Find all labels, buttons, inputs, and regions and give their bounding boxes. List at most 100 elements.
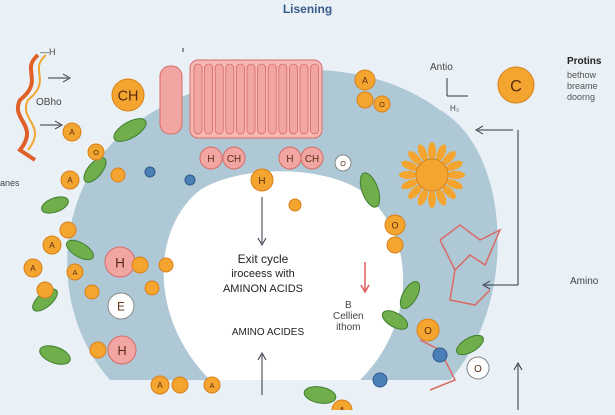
node-a-1-label: A [69,128,75,137]
node-a-1: A [62,122,82,142]
node-o-1-label: O [93,148,99,157]
node-a-5-label: A [73,268,78,277]
membrane-helix [267,63,277,135]
node-a-2-label: A [67,176,73,185]
membrane-helix [204,63,214,135]
node-small-12-circle [158,257,174,273]
node-small-11 [288,198,302,212]
node-o-5-circle [416,318,440,342]
node-small-5 [131,256,149,274]
membrane-protein [159,59,323,139]
node-c-right: C [497,66,535,104]
node-small-4-circle [59,221,77,239]
node-a-6-label: A [157,381,163,390]
cycle-center [163,171,404,380]
node-blue-1 [432,347,448,363]
node-a-4-circle [23,258,43,278]
lattice [419,224,502,391]
label-cellien: B Cellien ithom [333,300,364,333]
diagram-title: Lisening [282,2,333,16]
node-small-1 [110,167,126,183]
sun-ray [408,151,422,165]
node-ch-1-circle [222,146,246,170]
node-small-5-circle [131,256,149,274]
node-o-2-label: O [340,159,346,168]
arrows [40,48,523,410]
node-small-11-circle [288,198,302,212]
node-e-label: E [117,301,125,314]
node-o-6-label: O [474,364,482,375]
node-a-5: A [66,263,84,281]
sun-ray [399,171,417,179]
node-o-6: O [466,356,490,380]
sun-ray [445,160,463,171]
node-o-5-label: O [424,326,432,337]
sun-ray [417,144,428,162]
node-a-1-circle [62,122,82,142]
sun-ray [417,188,428,206]
node-ch-top: CH [111,78,145,112]
node-a-3-label: A [49,241,55,250]
node-o-3: O [373,95,391,113]
membrane-helix [257,63,267,135]
top-left-chain [16,53,40,162]
down-arrow-red-head [360,284,370,294]
node-small-3-circle [36,281,54,299]
membrane-helix [310,63,320,135]
node-a-7: A [354,69,376,91]
label-h-top-left: —H [40,47,56,57]
node-a-9: A [203,376,221,394]
node-a-8-label: A [339,406,345,411]
sun-ray [447,171,465,179]
node-blue-4 [184,174,196,186]
node-o-3-circle [373,95,391,113]
node-small-1-circle [110,167,126,183]
node-small-4 [59,221,77,239]
label-amino-acids-center: AMINON ACIDS [222,283,304,295]
node-o-3-label: O [379,100,385,109]
node-a-3-circle [42,235,62,255]
node-a-8: A [331,399,353,415]
node-o-6-circle [466,356,490,380]
node-o-2: O [334,154,352,172]
node-small-3 [36,281,54,299]
sun-ray [408,185,422,199]
node-small-2 [84,284,100,300]
membrane-helix [278,63,288,135]
sun-ray [428,142,436,160]
node-h-low-circle [107,335,137,365]
node-h-mid-label: H [115,255,125,270]
node-blue-3 [144,166,156,178]
node-h-2: H [278,146,302,170]
node-a-2-circle [60,170,80,190]
node-o-2-circle [334,154,352,172]
label-process-with: iroceess with [231,268,295,280]
node-h-3: H [250,168,274,192]
label-amino-acides: AMINO ACIDES [231,327,305,338]
node-h-1: H [199,146,223,170]
node-o-4-label: O [391,221,398,231]
node-a-7-circle [354,69,376,91]
membrane-helix [235,63,245,135]
node-h-3-circle [250,168,274,192]
node-small-8-circle [171,376,189,394]
label-protins-sub: bethow breame doorng [567,70,598,102]
node-ch-top-label: CH [118,89,139,105]
node-o-4-circle [384,214,406,236]
node-e: E [107,292,135,320]
node-small-7-circle [89,341,107,359]
node-small-10-circle [386,236,404,254]
node-small-9-circle [356,91,374,109]
sun-ray [428,190,436,208]
node-small-8 [171,376,189,394]
node-ch-top-circle [111,78,145,112]
node-a-6: A [150,375,170,395]
sun-ray [436,144,447,162]
node-a-4-label: A [30,264,36,273]
sun-ray [436,188,447,206]
node-h-mid: H [104,246,136,278]
node-blue-3-circle [144,166,156,178]
node-blue-2 [372,372,388,388]
node-a-9-label: A [210,381,215,390]
